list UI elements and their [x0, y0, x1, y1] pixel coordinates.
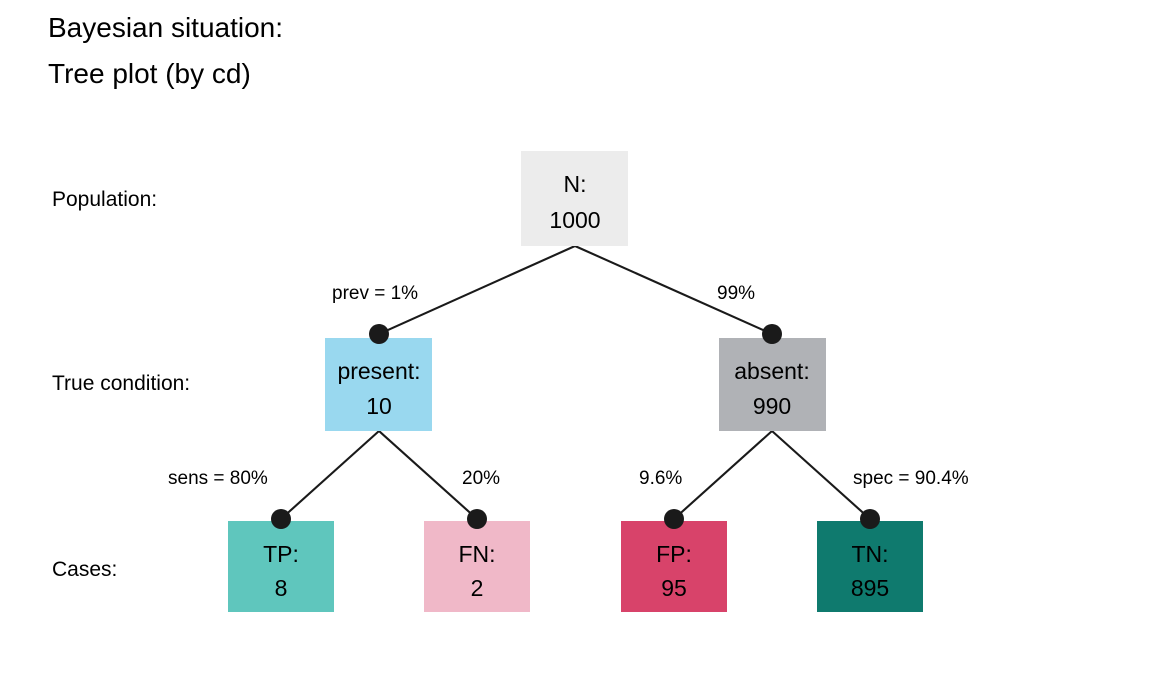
edge-label-sens: sens = 80%	[168, 468, 268, 489]
row-label-cases: Cases:	[52, 558, 117, 581]
edge-label-false-alarm: 9.6%	[639, 468, 682, 489]
edge-n-to-present	[378, 245, 576, 335]
node-n-box	[521, 151, 628, 246]
page-title-line1: Bayesian situation:	[48, 12, 283, 43]
edge-dot-fp	[664, 509, 684, 529]
node-n[interactable]: N: 1000	[521, 151, 628, 246]
node-tp-label: TP:	[263, 541, 299, 567]
edge-label-prev: prev = 1%	[332, 283, 418, 304]
node-present-label: present:	[337, 358, 420, 384]
node-absent[interactable]: absent: 990	[719, 338, 826, 431]
edge-dot-tn	[860, 509, 880, 529]
node-fn-value: 2	[471, 575, 484, 601]
node-fn-box	[424, 521, 530, 612]
node-absent-value: 990	[753, 393, 791, 419]
node-tp-value: 8	[275, 575, 288, 601]
edge-absent-to-fp	[673, 430, 773, 520]
node-absent-box	[719, 338, 826, 431]
node-tp[interactable]: TP: 8	[228, 521, 334, 612]
edge-dot-present	[369, 324, 389, 344]
node-present-box	[325, 338, 432, 431]
node-tn[interactable]: TN: 895	[817, 521, 923, 612]
node-tn-label: TN:	[851, 541, 888, 567]
row-label-true-condition: True condition:	[52, 372, 190, 395]
node-fp-value: 95	[661, 575, 687, 601]
page-title-line2: Tree plot (by cd)	[48, 58, 251, 89]
edge-dot-tp	[271, 509, 291, 529]
node-n-label: N:	[564, 171, 587, 197]
row-label-population: Population:	[52, 188, 157, 211]
node-present[interactable]: present: 10	[325, 338, 432, 431]
node-present-value: 10	[366, 393, 392, 419]
node-tn-value: 895	[851, 575, 889, 601]
node-fp-label: FP:	[656, 541, 692, 567]
node-n-value: 1000	[549, 207, 600, 233]
edge-dot-fn	[467, 509, 487, 529]
node-fp-box	[621, 521, 727, 612]
node-tp-box	[228, 521, 334, 612]
node-fn[interactable]: FN: 2	[424, 521, 530, 612]
node-absent-label: absent:	[734, 358, 809, 384]
edge-absent-to-tn	[771, 430, 871, 520]
node-fp[interactable]: FP: 95	[621, 521, 727, 612]
edge-present-to-tp	[280, 430, 380, 520]
node-fn-label: FN:	[458, 541, 495, 567]
edge-present-to-fn	[378, 430, 478, 520]
edge-n-to-absent	[574, 245, 773, 335]
edge-label-complement-prev: 99%	[717, 283, 755, 304]
edge-label-miss-rate: 20%	[462, 468, 500, 489]
edge-label-spec: spec = 90.4%	[853, 468, 969, 489]
edge-dot-absent	[762, 324, 782, 344]
node-tn-box	[817, 521, 923, 612]
